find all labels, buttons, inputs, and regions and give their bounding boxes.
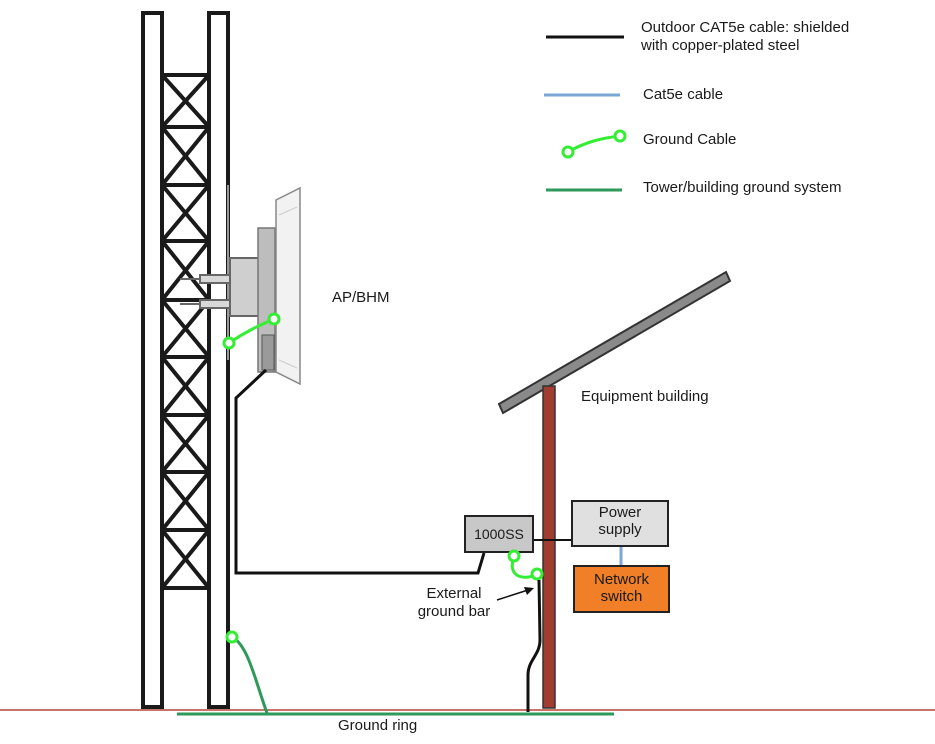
legend-outdoor-cable-text: Outdoor CAT5e cable: shielded with coppe…	[641, 19, 849, 55]
ground-ring-label: Ground ring	[338, 717, 417, 735]
network-switch-label: Network switch	[574, 571, 669, 605]
outdoor-cable-run	[236, 370, 484, 573]
surge-ground-cable	[509, 551, 542, 579]
legend-ground-system-text: Tower/building ground system	[643, 179, 841, 197]
legend-symbols	[544, 37, 625, 190]
equipment-building-label: Equipment building	[581, 388, 709, 406]
ground-bar-arrow	[497, 587, 534, 600]
tower-ground-lead	[232, 637, 267, 713]
tower	[143, 13, 228, 707]
ap-bhm-label: AP/BHM	[332, 289, 390, 307]
power-supply-label: Power supply	[572, 504, 668, 538]
external-ground-bar-label: External ground bar	[410, 585, 498, 621]
ground-bar-conductor	[528, 580, 540, 712]
building-post	[543, 386, 555, 708]
surge-suppressor-label: 1000SS	[465, 526, 533, 543]
legend-ground-cable-line	[568, 136, 620, 152]
legend-ground-cable-text: Ground Cable	[643, 131, 736, 149]
legend-cat5e-text: Cat5e cable	[643, 86, 723, 104]
tower-ground-clamp	[227, 632, 237, 642]
